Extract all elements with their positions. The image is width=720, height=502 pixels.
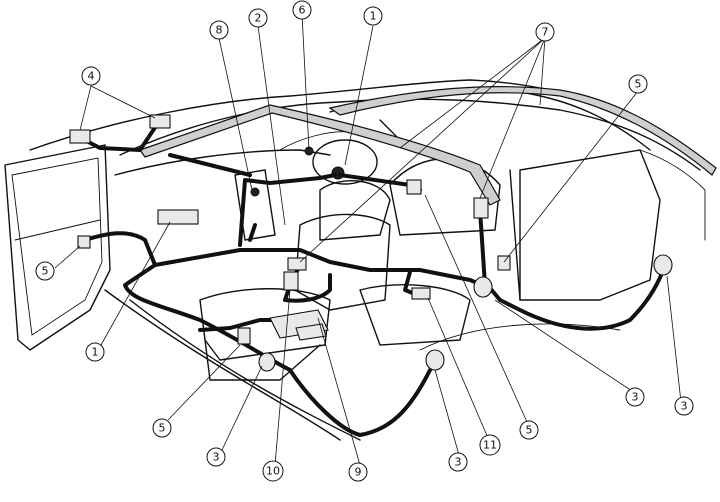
callout-3-farright: 3	[674, 396, 694, 416]
svg-text:4: 4	[88, 70, 95, 83]
sensor-box-right	[149, 114, 171, 129]
callout-5-left: 5	[35, 261, 55, 281]
center-module	[283, 271, 299, 291]
callout-6-top: 6	[292, 0, 312, 20]
callout-5-right: 5	[628, 74, 648, 94]
callout-5-bottom: 5	[152, 418, 172, 438]
svg-text:1: 1	[370, 10, 377, 23]
callout-1-top: 1	[363, 6, 383, 26]
svg-text:5: 5	[635, 78, 642, 91]
callout-9-bottom: 9	[348, 462, 368, 482]
svg-text:1: 1	[92, 346, 99, 359]
callout-3-bottom: 3	[206, 447, 226, 467]
side-sensor-front	[77, 235, 91, 249]
indicator-dash	[250, 187, 260, 197]
callout-10-bottom: 10	[262, 460, 284, 482]
svg-text:5: 5	[159, 422, 166, 435]
seat-sensor	[237, 327, 251, 345]
svg-text:11: 11	[483, 439, 497, 452]
svg-text:8: 8	[216, 24, 223, 37]
buckle-sensor-rear	[425, 349, 445, 371]
buckle-sensor-mid	[473, 276, 493, 298]
callout-5-bottomright: 5	[519, 420, 539, 440]
rear-connector	[411, 287, 431, 300]
svg-text:9: 9	[355, 466, 362, 479]
svg-text:3: 3	[632, 391, 639, 404]
side-sensor-rear	[497, 255, 511, 271]
svg-text:2: 2	[255, 12, 262, 25]
wire-harness	[73, 118, 667, 437]
svg-text:3: 3	[681, 400, 688, 413]
curtain-airbag-rail	[139, 86, 717, 206]
center-connector	[287, 257, 307, 271]
sensor-box-left	[69, 129, 91, 144]
airbag-module-box	[157, 209, 199, 225]
floor-sensor-unit	[295, 323, 327, 341]
svg-text:10: 10	[266, 465, 280, 478]
svg-text:3: 3	[213, 451, 220, 464]
callout-11-bottom: 11	[479, 434, 501, 456]
callout-7-top: 7	[535, 22, 555, 42]
svg-text:5: 5	[526, 424, 533, 437]
callout-8-top: 8	[209, 20, 229, 40]
callout-3-mid: 3	[448, 452, 468, 472]
components	[69, 114, 673, 372]
buckle-sensor-right	[653, 254, 673, 276]
callout-1-left: 1	[85, 342, 105, 362]
svg-text:7: 7	[542, 26, 549, 39]
callout-2-top: 2	[248, 8, 268, 28]
callout-3-right: 3	[625, 387, 645, 407]
connector-dash	[406, 179, 422, 195]
svg-text:3: 3	[455, 456, 462, 469]
svg-text:6: 6	[299, 4, 306, 17]
buckle-sensor-front	[258, 352, 276, 372]
leader-lines	[54, 13, 682, 466]
svg-text:5: 5	[42, 265, 49, 278]
pillar-module	[473, 197, 489, 219]
callout-4-top: 4	[81, 66, 101, 86]
